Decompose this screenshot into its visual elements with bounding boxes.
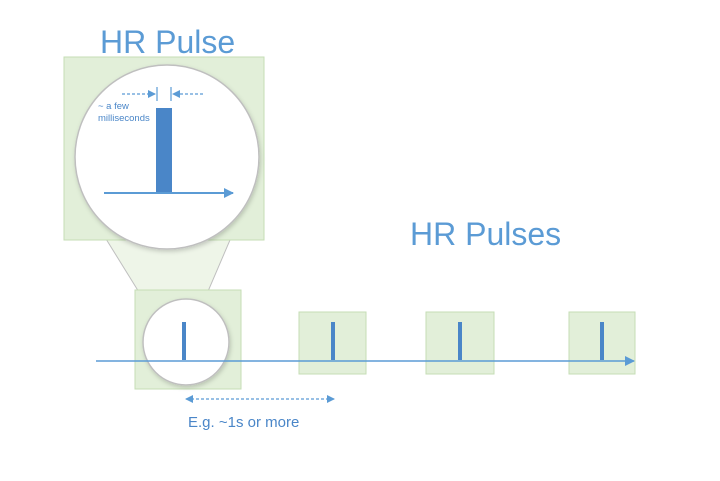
pulse-width-label: ~ a few milliseconds bbox=[98, 101, 150, 124]
pulse-train-title: HR Pulses bbox=[410, 216, 562, 252]
pulse-2 bbox=[331, 322, 335, 360]
pulse-1 bbox=[182, 322, 186, 360]
single-pulse-title: HR Pulse bbox=[100, 24, 236, 60]
pulse-3 bbox=[458, 322, 462, 360]
period-label: E.g. ~1s or more bbox=[188, 414, 300, 431]
pulse-4 bbox=[600, 322, 604, 360]
zoomed-pulse bbox=[156, 108, 172, 194]
